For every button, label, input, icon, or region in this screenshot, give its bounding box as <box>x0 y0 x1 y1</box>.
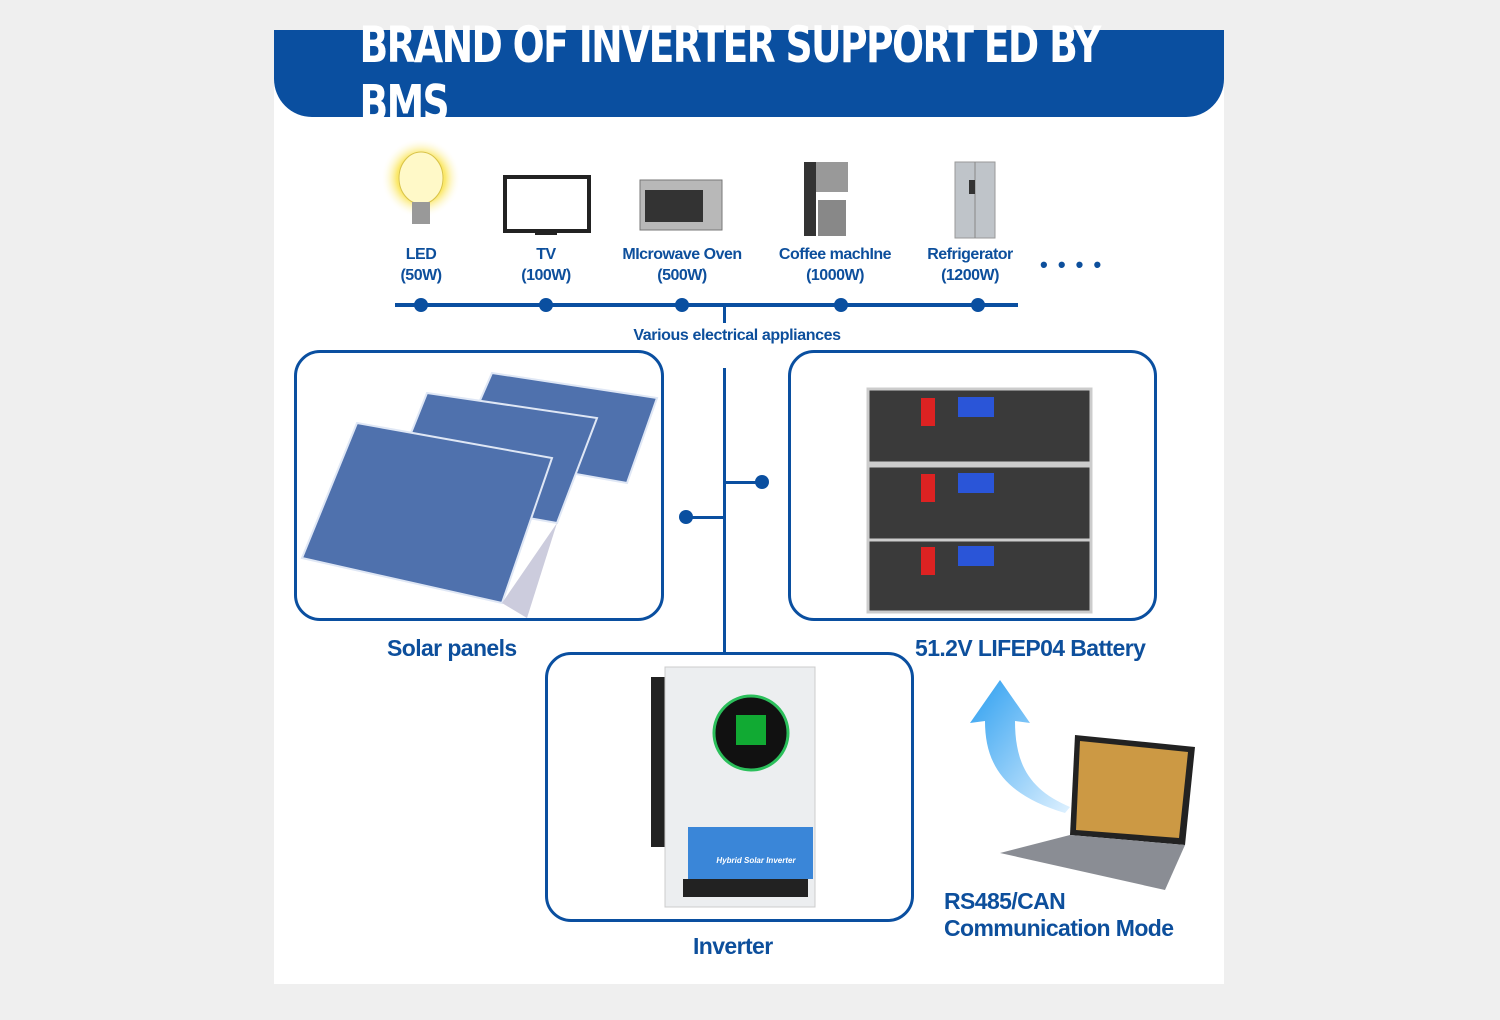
inverter-image: Hybrid Solar Inverter <box>651 666 816 908</box>
bus-dot <box>539 298 553 312</box>
inverter-label: Inverter <box>693 933 773 959</box>
bus-dot <box>414 298 428 312</box>
battery-stack-image <box>866 387 1093 614</box>
appliance-led: LED(50W) <box>400 246 442 284</box>
bus-label: Various electrical appliances <box>633 327 841 344</box>
appliance-fridge: Refrigerator(1200W) <box>927 246 1013 284</box>
battery-label: 51.2V LIFEP04 Battery <box>915 635 1146 661</box>
solar-label: Solar panels <box>387 635 517 661</box>
header-banner: BRAND OF INVERTER SUPPORT ED BY BMS <box>274 15 1224 132</box>
coffee-machine-icon <box>804 162 848 236</box>
laptop-communication-image <box>970 680 1195 890</box>
inverter-box: Hybrid Solar Inverter <box>545 652 914 922</box>
main-trunk <box>723 368 726 654</box>
solar-panel-image <box>300 371 659 618</box>
light-bulb-icon <box>381 140 461 224</box>
bus-dot <box>675 298 689 312</box>
more-dots: • • • • <box>1040 252 1104 277</box>
tv-icon <box>503 175 591 235</box>
battery-branch <box>725 481 761 484</box>
appliance-microwave: MIcrowave Oven(500W) <box>622 246 742 284</box>
solar-connector-dot <box>679 510 693 524</box>
battery-box <box>788 350 1157 621</box>
arrow-up-icon <box>970 680 1070 813</box>
appliance-tv: TV(100W) <box>521 246 571 284</box>
refrigerator-icon <box>954 161 996 239</box>
bus-dot <box>834 298 848 312</box>
bus-stem <box>723 305 726 323</box>
bus-dot <box>971 298 985 312</box>
inverter-brand-text: Hybrid Solar Inverter <box>716 856 796 865</box>
solar-branch <box>688 516 724 519</box>
solar-panel-box <box>294 350 664 621</box>
appliance-coffee: Coffee machIne(1000W) <box>778 246 892 284</box>
appliance-icons <box>381 140 996 239</box>
battery-connector-dot <box>755 475 769 489</box>
microwave-icon <box>639 179 723 231</box>
page-title: BRAND OF INVERTER SUPPORT ED BY BMS <box>359 15 1102 132</box>
bus-line <box>395 303 1018 307</box>
